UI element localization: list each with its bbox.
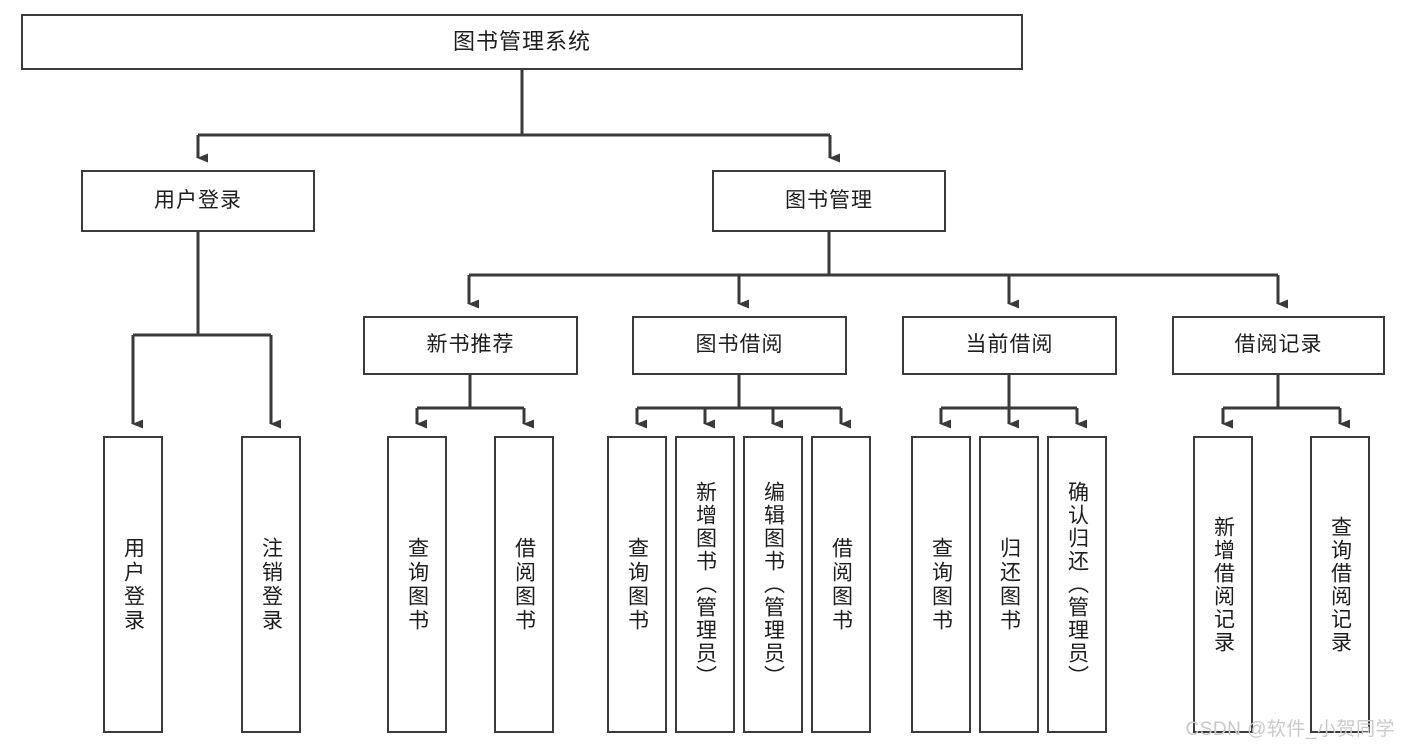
node-label: 归还图书 [997,536,1021,633]
node-new-book-recommend[interactable]: 新书推荐 [363,316,578,375]
leaf-user-login[interactable]: 用户登录 [103,436,163,733]
leaf-query-book-borrow[interactable]: 查询图书 [607,436,667,733]
node-label: 注销登录 [259,536,283,633]
node-current-borrow[interactable]: 当前借阅 [902,316,1117,375]
node-label: 编辑图书（管理员） [761,481,785,688]
leaf-query-book-recommend[interactable]: 查询图书 [387,436,447,733]
leaf-query-borrow-record[interactable]: 查询借阅记录 [1310,436,1370,733]
node-label: 借阅图书 [512,536,536,633]
node-label: 图书借阅 [695,333,784,357]
node-book-borrow[interactable]: 图书借阅 [632,316,847,375]
node-label: 新增借阅记录 [1211,515,1235,654]
leaf-edit-book-admin[interactable]: 编辑图书（管理员） [743,436,803,733]
node-label: 查询借阅记录 [1328,515,1352,654]
node-label: 图书管理系统 [452,29,591,55]
node-label: 查询图书 [625,536,649,633]
node-label: 用户登录 [154,188,242,212]
node-label: 新增图书（管理员） [693,481,717,688]
leaf-user-logout[interactable]: 注销登录 [241,436,301,733]
watermark: CSDN @软件_小贺同学 [1185,719,1395,740]
node-label: 查询图书 [405,536,429,633]
node-label: 借阅图书 [829,536,853,633]
leaf-return-book[interactable]: 归还图书 [979,436,1039,733]
leaf-query-book-current[interactable]: 查询图书 [911,436,971,733]
node-label: 借阅记录 [1234,333,1323,357]
leaf-confirm-return-admin[interactable]: 确认归还（管理员） [1047,436,1107,733]
node-label: 用户登录 [121,536,145,633]
node-book-management[interactable]: 图书管理 [712,170,946,232]
node-borrow-record[interactable]: 借阅记录 [1172,316,1385,375]
leaf-borrow-book-recommend[interactable]: 借阅图书 [494,436,554,733]
node-label: 确认归还（管理员） [1065,481,1089,688]
node-label: 新书推荐 [426,333,515,357]
leaf-add-borrow-record[interactable]: 新增借阅记录 [1193,436,1253,733]
node-label: 查询图书 [929,536,953,633]
node-root-system[interactable]: 图书管理系统 [21,14,1023,70]
node-label: 当前借阅 [965,333,1054,357]
leaf-borrow-book[interactable]: 借阅图书 [811,436,871,733]
node-user-login[interactable]: 用户登录 [81,170,315,232]
leaf-add-book-admin[interactable]: 新增图书（管理员） [675,436,735,733]
node-label: 图书管理 [785,188,873,212]
